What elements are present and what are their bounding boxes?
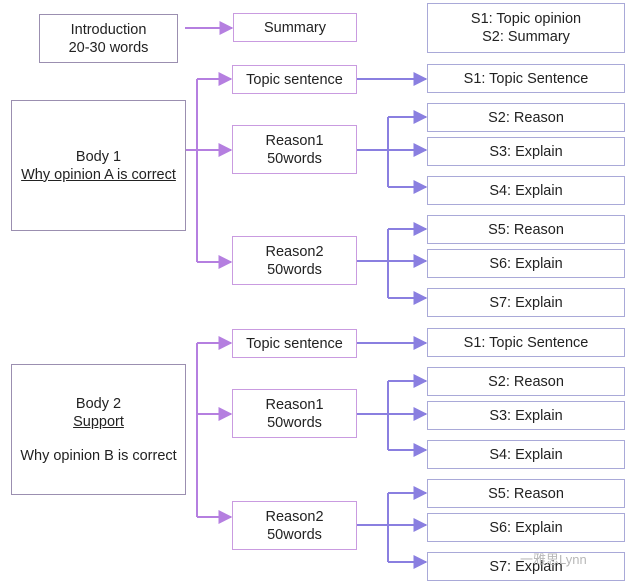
- body2-topic-box: Topic sentence: [232, 329, 357, 358]
- body1-title: Body 1: [75, 148, 122, 165]
- body1-topic-label: Topic sentence: [246, 71, 343, 88]
- body1-reason2-title: Reason2: [265, 243, 324, 260]
- body1-box: Body 1 Why opinion A is correct: [11, 100, 186, 231]
- body2-reason2-words: 50words: [267, 526, 322, 543]
- body2-reason2-box: Reason2 50words: [232, 501, 357, 550]
- body1-reason2-box: Reason2 50words: [232, 236, 357, 285]
- summary-box: Summary: [233, 13, 357, 42]
- body1-reason1-box: Reason1 50words: [232, 125, 357, 174]
- body1-s3-label: S3: Explain: [489, 143, 563, 160]
- body1-s7-box: S7: Explain: [427, 288, 625, 317]
- body1-s6-box: S6: Explain: [427, 249, 625, 278]
- body1-s3-box: S3: Explain: [427, 137, 625, 166]
- body2-reason1-title: Reason1: [265, 396, 324, 413]
- body2-s7-label: S7: Explain: [489, 558, 563, 575]
- body1-reason1-words: 50words: [267, 150, 322, 167]
- body2-box: Body 2 Support Why opinion B is correct: [11, 364, 186, 495]
- body2-s5-label: S5: Reason: [488, 485, 564, 502]
- body2-reason2-title: Reason2: [265, 508, 324, 525]
- body1-s5-label: S5: Reason: [488, 221, 564, 238]
- body2-s2-label: S2: Reason: [488, 373, 564, 390]
- body1-s2-box: S2: Reason: [427, 103, 625, 132]
- body1-s4-label: S4: Explain: [489, 182, 563, 199]
- watermark: 一雅思Lynn: [520, 552, 587, 567]
- summary-label: Summary: [263, 19, 327, 36]
- introduction-title: Introduction: [70, 21, 147, 38]
- body1-s6-label: S6: Explain: [489, 255, 563, 272]
- body2-s6-label: S6: Explain: [489, 519, 563, 536]
- body2-s3-box: S3: Explain: [427, 401, 625, 430]
- body1-s2-label: S2: Reason: [488, 109, 564, 126]
- body1-s4-box: S4: Explain: [427, 176, 625, 205]
- body2-s1-label: S1: Topic Sentence: [463, 334, 589, 351]
- intro-sentences-box: S1: Topic opinion S2: Summary: [427, 3, 625, 53]
- body2-s5-box: S5: Reason: [427, 479, 625, 508]
- body1-reason1-title: Reason1: [265, 132, 324, 149]
- introduction-box: Introduction 20-30 words: [39, 14, 178, 63]
- body1-subtitle: Why opinion A is correct: [21, 166, 176, 183]
- body2-s4-box: S4: Explain: [427, 440, 625, 469]
- body2-note: Why opinion B is correct: [20, 447, 177, 464]
- body1-s1-label: S1: Topic Sentence: [463, 70, 589, 87]
- body2-reason1-box: Reason1 50words: [232, 389, 357, 438]
- body1-reason2-words: 50words: [267, 261, 322, 278]
- body2-s4-label: S4: Explain: [489, 446, 563, 463]
- introduction-wordcount: 20-30 words: [68, 39, 149, 56]
- body2-s7-box: S7: Explain: [427, 552, 625, 581]
- intro-sentence-2: S2: Summary: [482, 29, 570, 45]
- body1-s7-label: S7: Explain: [489, 294, 563, 311]
- body2-s6-box: S6: Explain: [427, 513, 625, 542]
- body2-subtitle: Support: [73, 413, 124, 430]
- intro-sentence-1: S1: Topic opinion: [470, 11, 582, 27]
- body2-title: Body 2: [75, 395, 122, 412]
- body2-s1-box: S1: Topic Sentence: [427, 328, 625, 357]
- body2-s2-box: S2: Reason: [427, 367, 625, 396]
- body2-topic-label: Topic sentence: [246, 335, 343, 352]
- body1-s5-box: S5: Reason: [427, 215, 625, 244]
- body2-reason1-words: 50words: [267, 414, 322, 431]
- body2-s3-label: S3: Explain: [489, 407, 563, 424]
- body1-topic-box: Topic sentence: [232, 65, 357, 94]
- body1-s1-box: S1: Topic Sentence: [427, 64, 625, 93]
